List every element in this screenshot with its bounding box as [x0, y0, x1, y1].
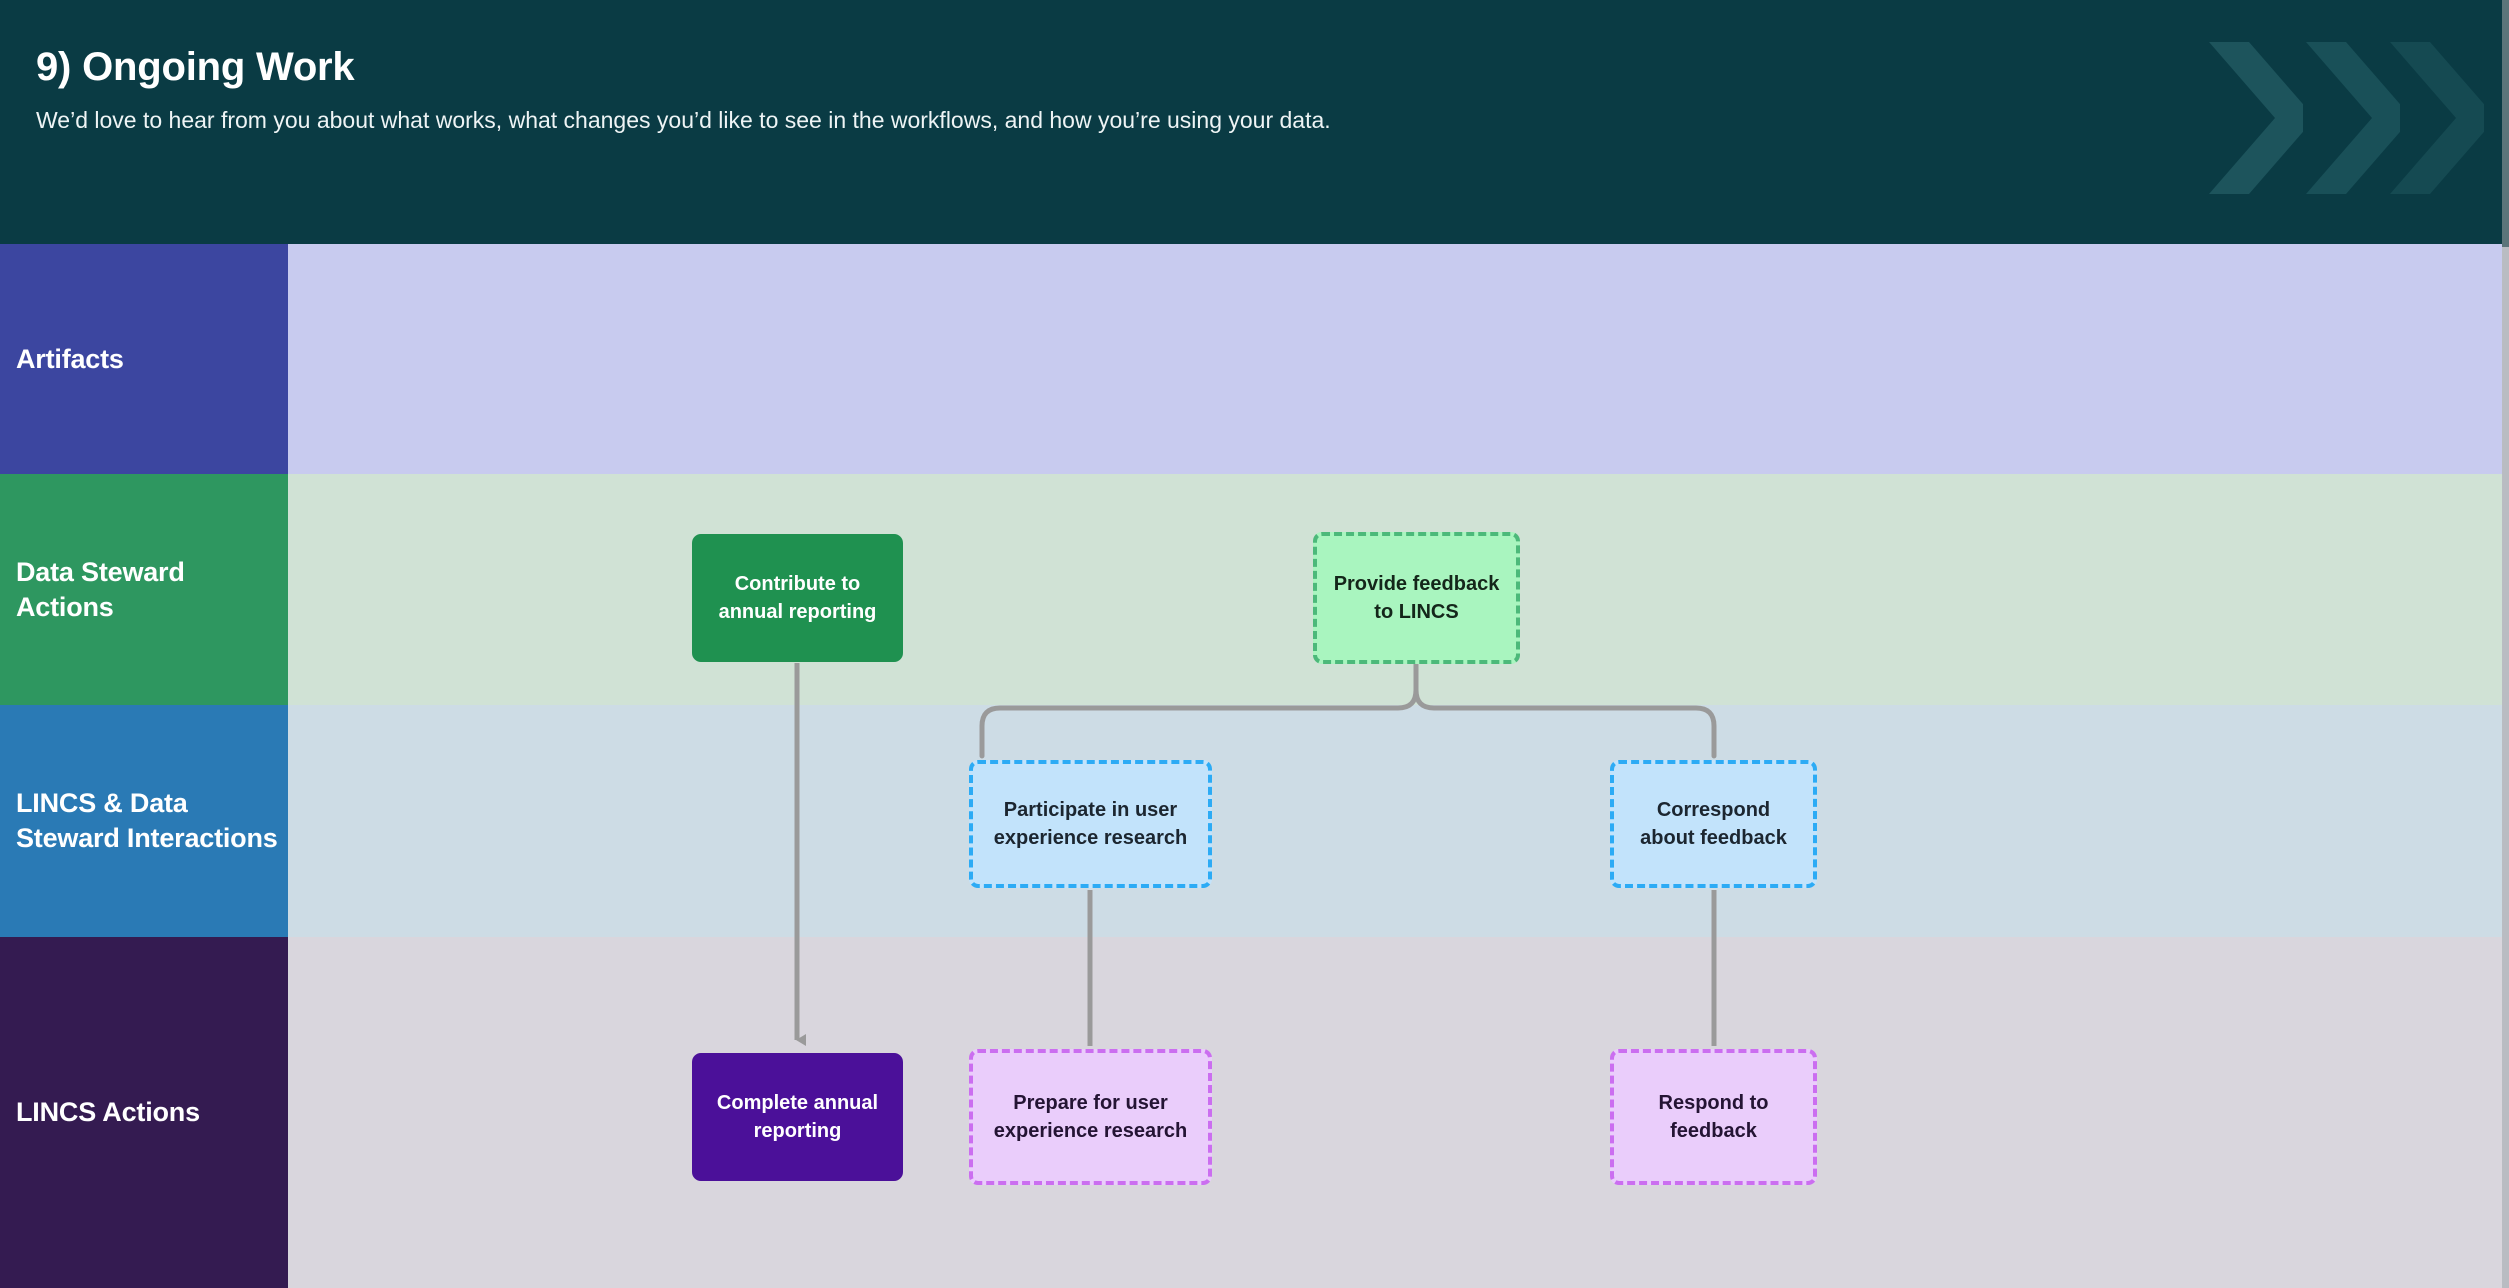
swimlane-label-lincs-data-steward-interactions: LINCS & Data Steward Interactions: [0, 705, 288, 937]
page-title: 9) Ongoing Work: [36, 45, 355, 89]
swimlane-label-lincs-actions: LINCS Actions: [0, 937, 288, 1288]
swimlane-lincs-data-steward-interactions: LINCS & Data Steward Interactions: [0, 705, 2502, 937]
node-prepare-for-user-experience-research[interactable]: Prepare for user experience research: [969, 1049, 1212, 1185]
swimlane-lincs-actions: LINCS Actions: [0, 937, 2502, 1288]
node-provide-feedback-to-lincs[interactable]: Provide feedback to LINCS: [1313, 532, 1520, 664]
swimlane-label-text: Data Steward Actions: [16, 556, 185, 622]
vertical-scrollbar-track[interactable]: [2502, 0, 2509, 1288]
swimlane-body-artifacts: [288, 244, 2502, 474]
swimlane-label-data-steward-actions: Data Steward Actions: [0, 474, 288, 705]
swimlane-artifacts: Artifacts: [0, 244, 2502, 474]
swimlane-label-text: LINCS Actions: [16, 1097, 200, 1128]
page-subtitle: We’d love to hear from you about what wo…: [36, 107, 1331, 133]
swimlane-label-text: Artifacts: [16, 343, 124, 374]
node-correspond-about-feedback[interactable]: Correspond about feedback: [1610, 760, 1817, 888]
page-header: 9) Ongoing Work We’d love to hear from y…: [0, 0, 2502, 244]
swimlane-data-steward-actions: Data Steward Actions: [0, 474, 2502, 705]
swimlane-label-text: LINCS & Data Steward Interactions: [16, 788, 278, 853]
swimlane-body-lincs-actions: [288, 937, 2502, 1288]
chevron-right-icon: [2384, 38, 2484, 198]
node-contribute-to-annual-reporting[interactable]: Contribute to annual reporting: [692, 534, 903, 662]
vertical-scrollbar-thumb[interactable]: [2502, 0, 2509, 247]
node-complete-annual-reporting[interactable]: Complete annual reporting: [692, 1053, 903, 1181]
swimlane-body-lincs-data-steward-interactions: [288, 705, 2502, 937]
swimlane-label-artifacts: Artifacts: [0, 244, 288, 474]
chevron-right-icon: [2203, 38, 2303, 198]
node-participate-in-user-experience-research[interactable]: Participate in user experience research: [969, 760, 1212, 888]
chevron-right-icon: [2300, 38, 2400, 198]
header-text-block: 9) Ongoing Work We’d love to hear from y…: [36, 44, 1456, 137]
node-respond-to-feedback[interactable]: Respond to feedback: [1610, 1049, 1817, 1185]
